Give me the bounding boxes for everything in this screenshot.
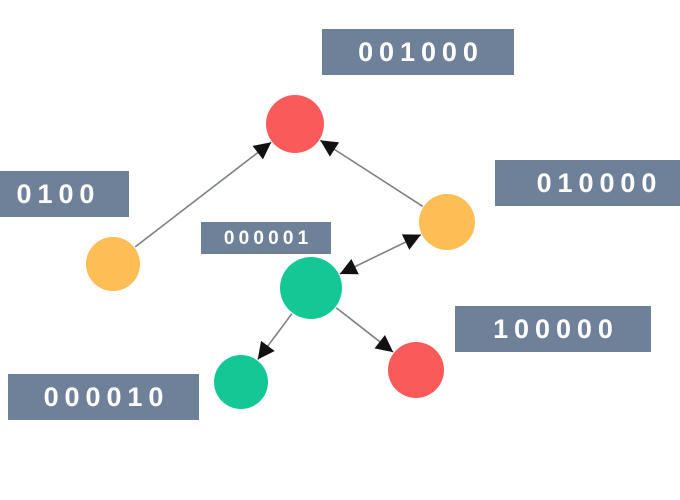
node-n-orange-left[interactable]	[86, 237, 140, 291]
arrowhead	[374, 334, 394, 353]
bit-label-lbl-000010: 000010	[8, 374, 199, 420]
node-n-green-mid[interactable]	[280, 257, 342, 319]
node-n-green-bottom[interactable]	[214, 355, 268, 409]
arrowhead	[252, 142, 272, 160]
bit-label-lbl-000100: 0100	[0, 171, 129, 217]
bit-label-lbl-000001: 000001	[201, 222, 331, 254]
edge-line	[134, 141, 272, 248]
bit-label-lbl-100000: 100000	[455, 306, 651, 352]
bit-label-lbl-001000: 001000	[322, 29, 514, 75]
edge-layer	[134, 139, 424, 361]
edge-e-orangeright-to-redtop	[319, 139, 424, 207]
node-layer	[86, 95, 475, 409]
node-n-red-top[interactable]	[266, 95, 324, 153]
arrowhead	[257, 340, 275, 360]
edge-line	[319, 139, 424, 207]
edge-e-greenmid-to-redbottom	[335, 307, 394, 353]
arrowhead	[339, 258, 359, 275]
edge-e-greenmid-orangeright	[339, 233, 422, 275]
arrowhead	[320, 140, 340, 157]
edge-e-orangeleft-to-redtop	[134, 141, 272, 248]
node-n-orange-right[interactable]	[419, 194, 475, 250]
arrowhead	[401, 234, 421, 250]
bit-label-lbl-010000: 010000	[495, 160, 680, 206]
node-n-red-bottom[interactable]	[388, 342, 444, 398]
edge-e-greenmid-to-greenbottom	[257, 313, 293, 361]
